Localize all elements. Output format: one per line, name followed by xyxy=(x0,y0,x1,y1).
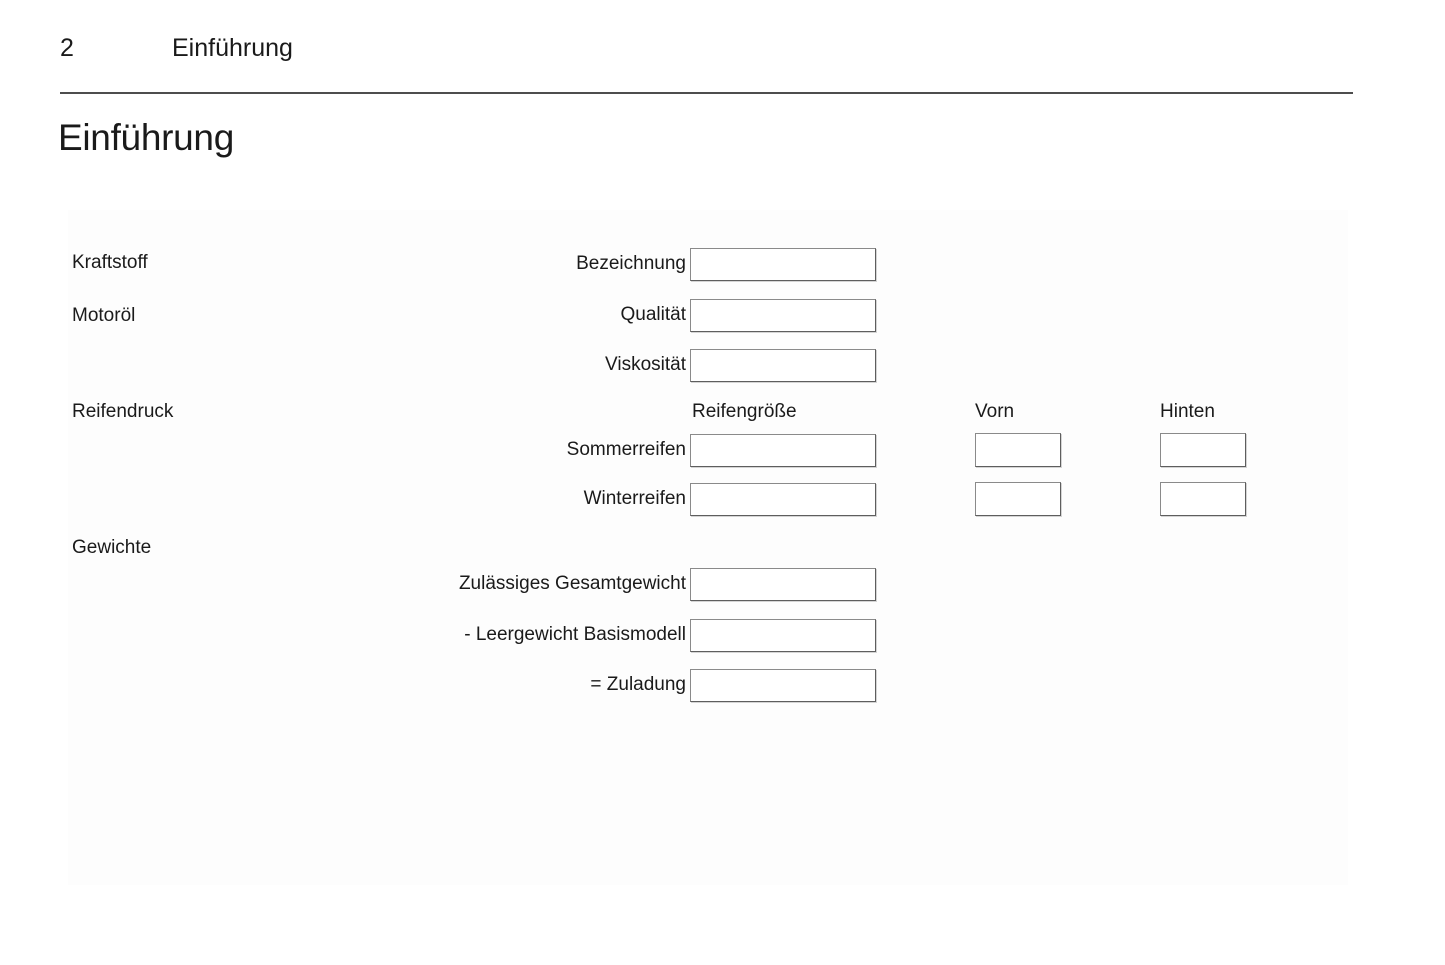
field-label-qualitaet: Qualität xyxy=(620,304,686,325)
page-header: 2 Einführung xyxy=(0,28,1445,72)
field-label-zulaessiges-gesamtgewicht: Zulässiges Gesamtgewicht xyxy=(458,573,686,594)
field-input-viskositaet[interactable] xyxy=(690,349,876,382)
field-input-winterreifen-vorn[interactable] xyxy=(975,482,1061,516)
field-input-bezeichnung[interactable] xyxy=(690,248,876,281)
column-header-reifengroesse: Reifengröße xyxy=(692,401,797,422)
field-label-viskositaet: Viskosität xyxy=(605,354,686,375)
column-header-vorn: Vorn xyxy=(975,401,1015,422)
field-input-qualitaet[interactable] xyxy=(690,299,876,332)
section-label-reifendruck: Reifendruck xyxy=(72,401,174,422)
field-label-sommerreifen: Sommerreifen xyxy=(566,439,686,460)
field-label-leergewicht-basismodell: - Leergewicht Basismodell xyxy=(464,624,686,645)
field-input-sommerreifen-groesse[interactable] xyxy=(690,434,876,467)
field-input-sommerreifen-vorn[interactable] xyxy=(975,433,1061,467)
field-input-zuladung[interactable] xyxy=(690,669,876,702)
field-input-sommerreifen-hinten[interactable] xyxy=(1160,433,1246,467)
column-header-hinten: Hinten xyxy=(1160,401,1215,422)
field-label-winterreifen: Winterreifen xyxy=(583,488,686,509)
page-title: Einführung xyxy=(58,117,234,158)
field-input-winterreifen-hinten[interactable] xyxy=(1160,482,1246,516)
header-chapter-name: Einführung xyxy=(172,34,293,62)
page-number: 2 xyxy=(60,34,74,62)
field-input-leergewicht-basismodell[interactable] xyxy=(690,619,876,652)
field-label-zuladung: = Zuladung xyxy=(590,674,686,695)
field-label-bezeichnung: Bezeichnung xyxy=(576,253,686,274)
section-label-gewichte: Gewichte xyxy=(72,537,152,558)
section-label-kraftstoff: Kraftstoff xyxy=(72,252,148,273)
header-divider-rule xyxy=(60,92,1353,94)
field-input-winterreifen-groesse[interactable] xyxy=(690,483,876,516)
section-label-motoroel: Motoröl xyxy=(72,305,136,326)
field-input-zulaessiges-gesamtgewicht[interactable] xyxy=(690,568,876,601)
